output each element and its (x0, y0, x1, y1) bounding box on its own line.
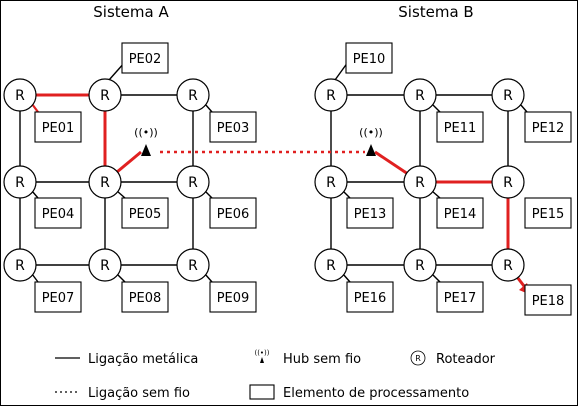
pe-06: PE06 (209, 197, 257, 229)
svg-text:PE11: PE11 (444, 121, 477, 136)
pe-18: PE18 (524, 284, 572, 316)
legend-pe-label: Elemento de processamento (283, 386, 469, 401)
antenna-icon (141, 144, 151, 156)
svg-text:PE16: PE16 (354, 291, 387, 306)
pe-07: PE07 (34, 281, 82, 313)
pe-14: PE14 (436, 197, 484, 229)
legend-hub-waves-icon: ((•)) (254, 349, 269, 357)
svg-text:R: R (15, 175, 25, 191)
pe-10: PE10 (345, 42, 393, 74)
legend-router-swatch (410, 350, 426, 366)
router-b9: R (491, 248, 525, 282)
svg-text:PE08: PE08 (129, 291, 162, 306)
pe01-highlight-link (31, 103, 39, 113)
legend-wireless-label: Ligação sem fio (88, 386, 190, 401)
svg-text:R: R (415, 88, 425, 104)
wireless-waves-icon: ((•)) (134, 126, 158, 139)
router-a3: R (176, 78, 210, 112)
pe-04: PE04 (34, 197, 82, 229)
pe-01: PE01 (34, 111, 82, 143)
svg-text:R: R (15, 88, 25, 104)
svg-text:PE03: PE03 (217, 121, 250, 136)
pe-17: PE17 (436, 281, 484, 313)
router-b7: R (314, 248, 348, 282)
svg-text:R: R (188, 175, 198, 191)
router-b5: R (403, 165, 437, 199)
router-b4: R (314, 165, 348, 199)
svg-text:PE07: PE07 (42, 291, 75, 306)
router-a7: R (3, 248, 37, 282)
pe-12: PE12 (524, 111, 572, 143)
system-a-title: Sistema A (93, 3, 169, 21)
pe-11: PE11 (436, 111, 484, 143)
pe-13: PE13 (346, 197, 394, 229)
svg-text:R: R (188, 258, 198, 274)
wireless-hub-b: ((•)) (359, 126, 383, 156)
routers: R R R R R R R R R R R R R R R R R R (3, 78, 525, 282)
svg-text:PE05: PE05 (129, 207, 162, 222)
router-b2: R (403, 78, 437, 112)
svg-text:PE01: PE01 (42, 121, 75, 136)
svg-text:R: R (15, 258, 25, 274)
svg-text:R: R (100, 258, 110, 274)
pe-03: PE03 (209, 111, 257, 143)
svg-text:PE14: PE14 (444, 207, 477, 222)
router-a1: R (3, 78, 37, 112)
legend-hub-label: Hub sem fio (283, 352, 361, 367)
pe-05: PE05 (121, 197, 169, 229)
svg-text:PE04: PE04 (42, 207, 75, 222)
pe-16: PE16 (346, 281, 394, 313)
legend: Ligação metálica ((•)) Hub sem fio R Rot… (55, 349, 496, 401)
router-b6: R (491, 165, 525, 199)
legend-pe-swatch (249, 384, 275, 400)
router-a6: R (176, 165, 210, 199)
svg-text:PE09: PE09 (217, 291, 250, 306)
pe-08: PE08 (121, 281, 169, 313)
processing-elements: PE01 PE02 PE03 PE04 PE05 PE06 PE07 PE08 … (34, 42, 572, 316)
router-b3: R (491, 78, 525, 112)
router-a9: R (176, 248, 210, 282)
svg-text:PE02: PE02 (129, 52, 162, 67)
svg-text:R: R (326, 175, 336, 191)
svg-text:R: R (415, 258, 425, 274)
legend-hub-antenna-icon (260, 357, 264, 363)
system-b-title: Sistema B (398, 3, 473, 21)
router-a5: R (88, 165, 122, 199)
svg-text:R: R (188, 88, 198, 104)
router-a8: R (88, 248, 122, 282)
svg-text:R: R (415, 354, 421, 363)
router-a2: R (88, 78, 122, 112)
pe-02: PE02 (121, 42, 169, 74)
svg-text:R: R (503, 88, 513, 104)
svg-text:PE13: PE13 (354, 207, 387, 222)
legend-wired-label: Ligação metálica (88, 352, 198, 367)
svg-text:R: R (326, 258, 336, 274)
svg-text:R: R (503, 175, 513, 191)
svg-text:PE15: PE15 (532, 207, 565, 222)
antenna-icon (366, 144, 376, 156)
legend-router-label: Roteador (436, 352, 496, 367)
router-b8: R (403, 248, 437, 282)
svg-text:PE10: PE10 (353, 52, 386, 67)
svg-text:R: R (415, 175, 425, 191)
svg-text:PE17: PE17 (444, 291, 477, 306)
svg-text:R: R (100, 175, 110, 191)
svg-text:R: R (326, 88, 336, 104)
wireless-hub-a: ((•)) (134, 126, 158, 156)
pe-09: PE09 (209, 281, 257, 313)
router-a4: R (3, 165, 37, 199)
svg-text:R: R (503, 258, 513, 274)
svg-text:R: R (100, 88, 110, 104)
pe-15: PE15 (524, 197, 572, 229)
svg-text:PE12: PE12 (532, 121, 565, 136)
wireless-waves-icon: ((•)) (359, 126, 383, 139)
svg-text:PE18: PE18 (532, 294, 565, 309)
svg-text:PE06: PE06 (217, 207, 250, 222)
router-b1: R (314, 78, 348, 112)
